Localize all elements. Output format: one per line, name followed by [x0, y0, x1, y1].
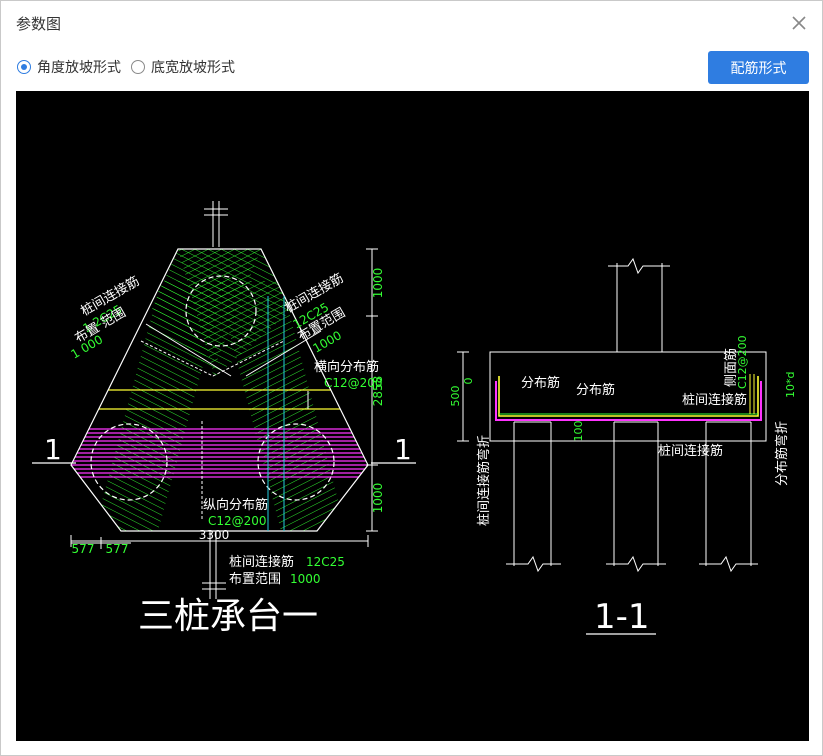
- plan-label-longitudinal: 纵向分布筋: [203, 497, 268, 513]
- plan-label-transverse-spec: C12@200: [324, 376, 383, 390]
- section-title: 1-1: [594, 597, 650, 637]
- section-label-distribution-1: 分布筋: [521, 375, 560, 391]
- rebar-form-button[interactable]: 配筋形式: [708, 51, 809, 84]
- plan-label-bottom-conn: 桩间连接筋: [229, 554, 294, 570]
- plan-label-bottom-layout: 布置范围: [229, 572, 281, 587]
- section-label-pile-conn-bottom: 桩间连接筋: [658, 443, 723, 459]
- section-dim-100: 100: [572, 421, 585, 442]
- plan-dim-top: 1000: [371, 268, 385, 299]
- dialog-title: 参数图: [16, 16, 62, 33]
- plan-label-transverse: 横向分布筋: [314, 359, 379, 375]
- section-view: 500 0 100 分布筋 分布筋 桩间连接筋 侧面筋 C12@200 桩间连接…: [449, 257, 797, 637]
- section-label-bend-left: 桩间连接筋弯折: [476, 435, 492, 526]
- plan-dim-left-2: 577: [106, 542, 129, 556]
- section-label-side-spec: C12@200: [736, 335, 749, 389]
- section-dim-500: 500: [449, 386, 462, 407]
- plan-label-longitudinal-spec: C12@200: [208, 514, 267, 528]
- plan-dim-mid: 2858: [371, 376, 385, 407]
- radio-unchecked-icon: [131, 60, 145, 74]
- parameter-drawing-canvas: 1000 2858 1000 3300 577 577 1: [16, 91, 809, 741]
- plan-section-mark-left: 1: [44, 433, 62, 466]
- plan-label-bottom-layout-spec: 1000: [290, 572, 321, 586]
- radio-checked-icon: [17, 60, 31, 74]
- section-label-ten-d: 10*d: [784, 372, 797, 398]
- plan-title: 三桩承台一: [138, 596, 318, 637]
- radio-bottom-width-slope[interactable]: 底宽放坡形式: [131, 57, 235, 77]
- plan-dim-left-1: 577: [72, 542, 95, 556]
- section-label-bend-right: 分布筋弯折: [774, 421, 790, 486]
- cad-drawing: 1000 2858 1000 3300 577 577 1: [32, 201, 797, 637]
- radio-angle-slope-label: 角度放坡形式: [37, 59, 121, 75]
- slope-form-options: 角度放坡形式 底宽放坡形式: [17, 56, 245, 78]
- plan-dim-width: 3300: [199, 528, 230, 542]
- plan-dim-bottom: 1000: [371, 483, 385, 514]
- radio-angle-slope[interactable]: 角度放坡形式: [17, 57, 121, 77]
- section-label-distribution-2: 分布筋: [576, 382, 615, 398]
- plan-view: 1000 2858 1000 3300 577 577 1: [32, 201, 416, 637]
- section-label-side-bar: 侧面筋: [723, 348, 739, 387]
- section-dim-0: 0: [462, 378, 475, 385]
- section-label-pile-conn: 桩间连接筋: [682, 392, 747, 408]
- plan-label-bottom-conn-spec: 12C25: [306, 555, 345, 569]
- plan-section-mark-right: 1: [394, 433, 412, 466]
- close-icon[interactable]: [787, 11, 811, 35]
- radio-bottom-width-slope-label: 底宽放坡形式: [151, 59, 235, 75]
